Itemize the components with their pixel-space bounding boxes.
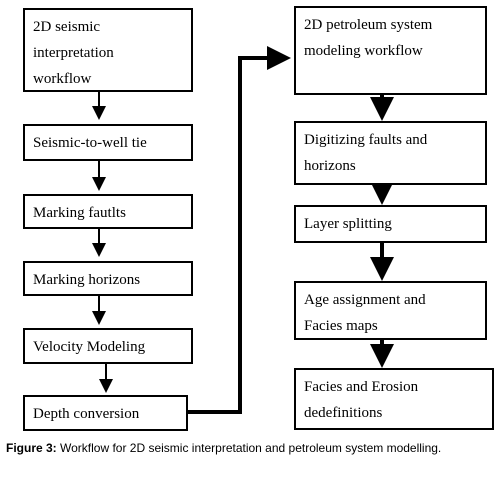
- step-marking-horizons: Marking horizons: [23, 261, 193, 296]
- seismic-interpretation-title-box: 2D seismic interpretation workflow: [23, 8, 193, 92]
- step-age-assignment-facies-maps: Age assignment and Facies maps: [294, 281, 487, 340]
- step-seismic-to-well-tie: Seismic-to-well tie: [23, 124, 193, 161]
- petroleum-system-title-box: 2D petroleum system modeling workflow: [294, 6, 487, 95]
- arrow-cross-connector: [188, 46, 291, 414]
- step-facies-erosion-definitions: Facies and Erosion dedefinitions: [294, 368, 494, 430]
- step-digitizing-faults-horizons: Digitizing faults and horizons: [294, 121, 487, 185]
- figure-caption-text: Workflow for 2D seismic interpretation a…: [56, 441, 442, 455]
- step-velocity-modeling: Velocity Modeling: [23, 328, 193, 364]
- step-marking-faults: Marking fautlts: [23, 194, 193, 229]
- figure-label: Figure 3:: [6, 441, 57, 455]
- figure-caption: Figure 3: Workflow for 2D seismic interp…: [6, 440, 499, 456]
- step-depth-conversion: Depth conversion: [23, 395, 188, 431]
- step-layer-splitting: Layer splitting: [294, 205, 487, 243]
